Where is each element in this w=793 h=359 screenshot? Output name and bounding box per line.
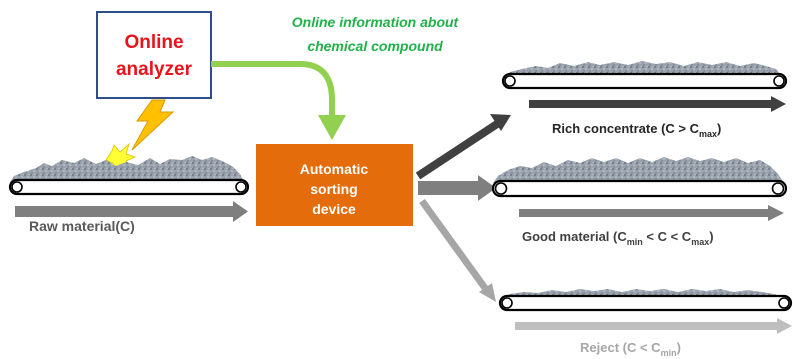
reject-flow-arrow: [515, 318, 792, 334]
lightning-bolt-icon: [131, 99, 175, 151]
rich-output-arrow: [415, 114, 511, 180]
sorter-label-line1: Automatic: [300, 161, 369, 177]
rich-concentrate-flow-arrow: [529, 96, 786, 112]
raw-material-label: Raw material(C): [29, 218, 135, 234]
info-annotation: Online information about chemical compou…: [292, 14, 460, 54]
info-flow-arrow: [211, 61, 346, 140]
analyzer-label-line1: Online: [124, 32, 183, 53]
info-annotation-line1: Online information about: [292, 14, 460, 30]
rich-concentrate-conveyor: [501, 61, 788, 90]
reject-output-arrow: [419, 198, 496, 302]
reject-conveyor: [498, 289, 793, 312]
reject-label: Reject (C < Cmin): [580, 340, 681, 358]
raw-material-flow-arrow: [15, 201, 248, 222]
rich-concentrate-label: Rich concentrate (C > Cmax): [552, 121, 721, 139]
info-annotation-line2: chemical compound: [307, 38, 443, 54]
analyzer-label-line2: analyzer: [116, 59, 193, 80]
good-output-arrow: [418, 175, 496, 201]
good-material-pile: [493, 157, 784, 183]
sorter-label-line2: sorting: [310, 181, 357, 197]
good-material-flow-arrow: [519, 205, 784, 221]
raw-material-conveyor: [8, 156, 250, 196]
rich-concentrate-pile: [503, 61, 782, 76]
automatic-sorting-device: Automatic sorting device: [256, 144, 413, 226]
good-material-conveyor: [491, 157, 788, 198]
sorter-label-line3: device: [312, 201, 356, 217]
raw-material-pile: [10, 156, 244, 182]
online-analyzer-box: Online analyzer: [96, 11, 212, 99]
good-material-label: Good material (Cmin < C < Cmax): [522, 229, 714, 247]
